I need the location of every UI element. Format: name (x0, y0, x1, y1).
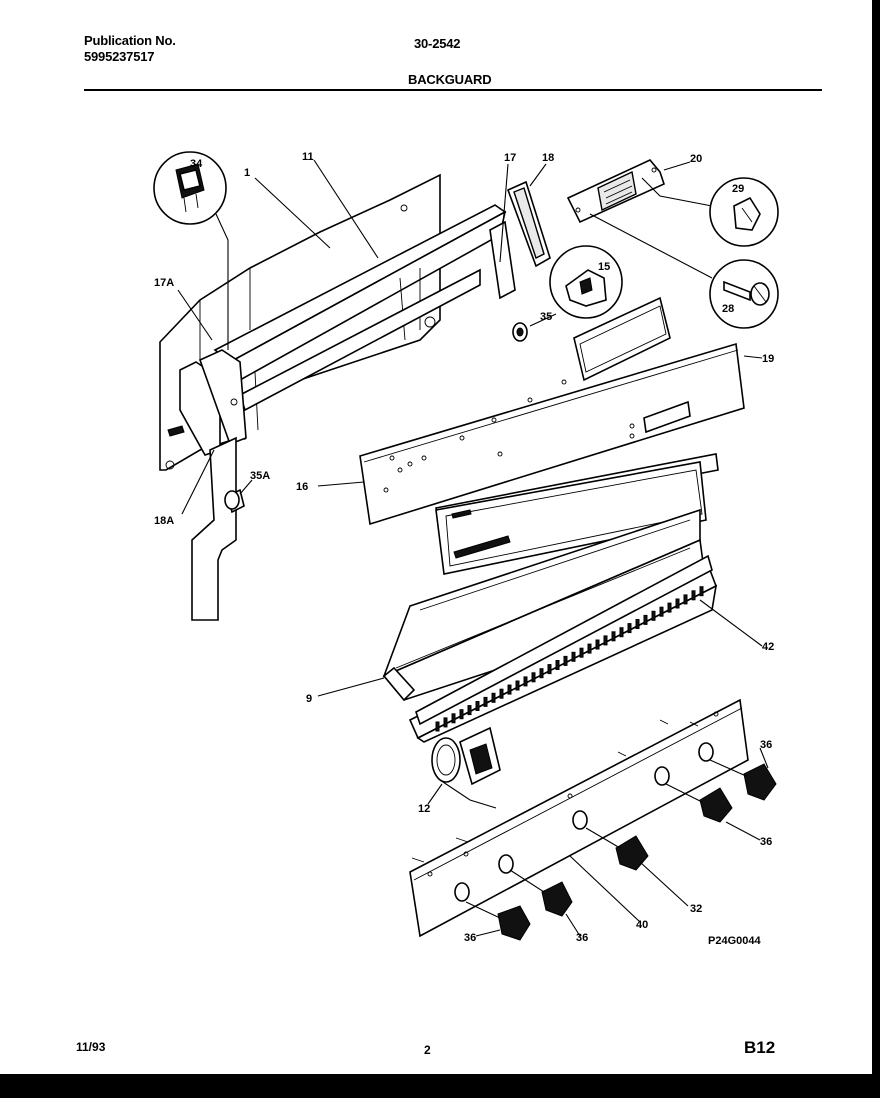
vent-slot (483, 696, 488, 707)
callout-28: 28 (722, 303, 734, 315)
footer-section-code: B12 (744, 1038, 776, 1057)
callout-29: 29 (732, 183, 744, 195)
publication-number: 5995237517 (84, 49, 155, 64)
section-title: BACKGUARD (408, 72, 492, 87)
knob-36-d (743, 763, 777, 801)
vent-slot (539, 668, 544, 679)
callout-19: 19 (762, 353, 774, 365)
knob-36-b (541, 881, 573, 917)
vent-slot (659, 606, 664, 617)
header-rule (84, 89, 822, 91)
vent-slot (451, 713, 456, 724)
manifold-panel-40 (409, 698, 749, 938)
vent-slot (611, 631, 616, 642)
footer-date: 11/93 (76, 1040, 106, 1054)
scan-edge-right (872, 0, 880, 1098)
vent-slot (507, 684, 512, 695)
vent-slot (459, 709, 464, 720)
grommets (224, 313, 557, 510)
callout-36-mid: 36 (576, 932, 588, 944)
vent-slot (643, 614, 648, 625)
callout-42: 42 (762, 641, 774, 653)
vent-slot (675, 598, 680, 609)
vent-slot (571, 651, 576, 662)
callout-36-right: 36 (760, 836, 772, 848)
switch-inset (153, 151, 229, 350)
vent-slot (555, 660, 560, 670)
vent-slot (635, 619, 640, 629)
callout-16: 16 (296, 481, 308, 493)
vent-slot (603, 635, 608, 646)
footer-page-number: 2 (424, 1043, 431, 1057)
callout-36-top: 36 (760, 739, 772, 751)
figure-code: P24G0044 (708, 935, 761, 947)
callout-1: 1 (244, 167, 250, 179)
callout-32: 32 (690, 903, 702, 915)
publication-label: Publication No. (84, 33, 176, 48)
callout-35: 35 (540, 311, 552, 323)
vent-slot (587, 643, 592, 654)
vent-slot (619, 627, 624, 638)
vent-slot (595, 639, 600, 650)
vent-slot (563, 655, 568, 666)
top-trim (213, 204, 507, 441)
clock-bracket (566, 159, 779, 329)
control-panel-overlay (359, 296, 745, 526)
vent-slot (667, 602, 672, 613)
panel-16 (435, 453, 719, 575)
model-code: 30-2542 (414, 36, 461, 51)
callout-17a: 17A (154, 277, 174, 289)
callout-34: 34 (190, 158, 203, 170)
right-end-cap (489, 180, 551, 300)
vent-slot (435, 721, 440, 732)
callout-labels: 34 1 11 17 18 20 29 15 35 28 17A 19 35A … (154, 151, 774, 947)
callout-18a: 18A (154, 515, 174, 527)
vent-slot (691, 590, 696, 601)
vent-slot (683, 594, 688, 605)
vent-slot (699, 586, 704, 597)
vent-slot (467, 705, 472, 716)
knob-36-c (699, 787, 733, 823)
vent-slot (523, 676, 528, 687)
knob-32 (615, 835, 649, 871)
control-knobs (465, 759, 777, 941)
vent-slot (475, 701, 480, 711)
left-end-cap (167, 349, 247, 621)
vent-slot (579, 647, 584, 658)
vent-slot (515, 680, 520, 691)
vent-slot (547, 664, 552, 675)
vent-slot (499, 688, 504, 699)
callout-17: 17 (504, 152, 516, 164)
callout-40: 40 (636, 919, 648, 931)
callout-20: 20 (690, 153, 702, 165)
motor-12 (431, 726, 501, 809)
vent-slot (651, 610, 656, 621)
vent-shield-42 (408, 554, 718, 743)
callout-18: 18 (542, 152, 554, 164)
cover-9 (382, 508, 709, 702)
scan-edge-bottom (0, 1074, 880, 1098)
callout-12: 12 (418, 803, 430, 815)
vent-slot (531, 672, 536, 683)
vent-slot (491, 692, 496, 703)
vent-slot (443, 717, 448, 728)
callout-9: 9 (306, 693, 312, 705)
callout-15: 15 (598, 261, 610, 273)
vent-slot (627, 623, 632, 634)
knob-36-a (497, 905, 531, 941)
callout-11: 11 (302, 151, 314, 163)
callout-35a: 35A (250, 470, 270, 482)
leader-lines (177, 159, 769, 937)
bracket-inset (549, 245, 623, 319)
callout-36-left: 36 (464, 932, 476, 944)
